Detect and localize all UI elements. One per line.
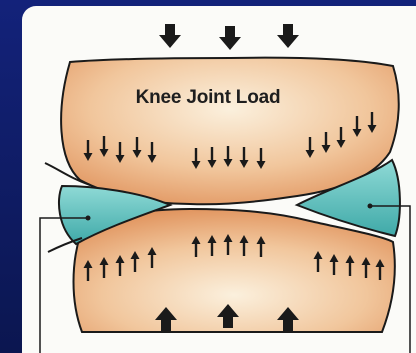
arrow-down-icon bbox=[159, 24, 181, 48]
diagram-title: Knee Joint Load bbox=[0, 87, 416, 109]
arrow-down-icon bbox=[219, 26, 241, 50]
arrow-down-icon bbox=[277, 24, 299, 48]
